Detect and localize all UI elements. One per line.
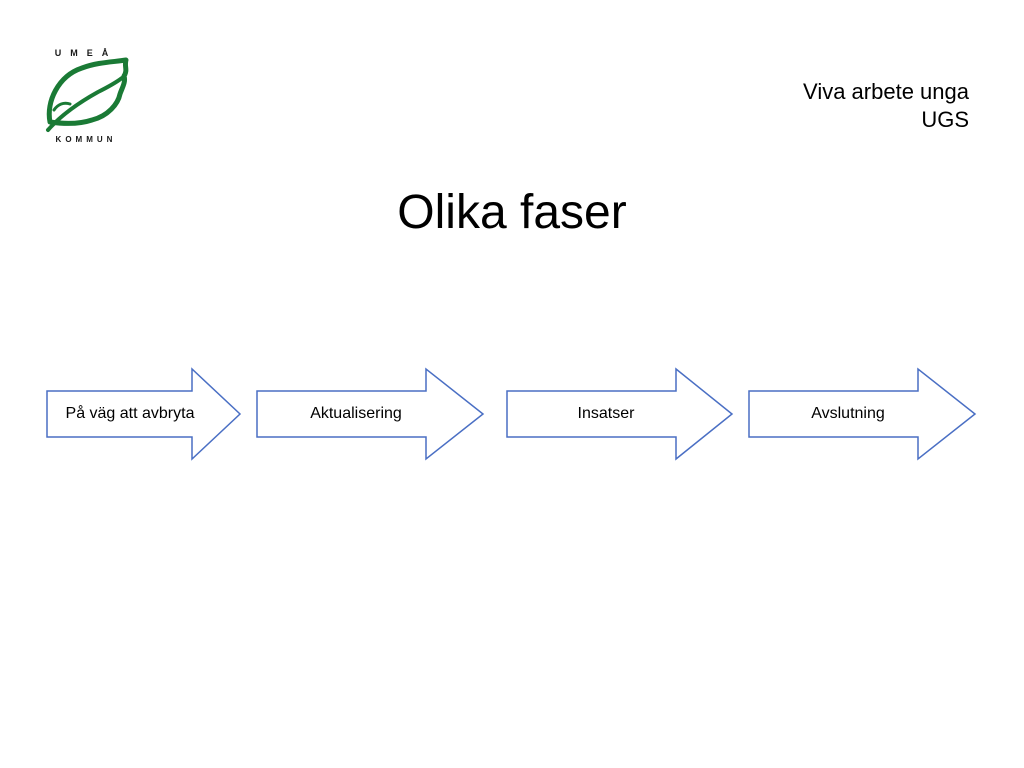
arrow-shape-2 — [256, 367, 485, 461]
phase-arrow-1: På väg att avbryta — [46, 367, 242, 461]
phase-label-2: Aktualisering — [310, 405, 402, 422]
arrow-shape-3 — [506, 367, 734, 461]
svg-text:KOMMUN: KOMMUN — [56, 135, 117, 144]
phase-arrow-4: Avslutning — [748, 367, 977, 461]
phase-label-3: Insatser — [577, 405, 635, 422]
slide-title: Olika faser — [397, 186, 627, 239]
header-line-2: UGS — [921, 107, 969, 132]
header-line-1: Viva arbete unga — [803, 79, 969, 104]
phase-arrow-3: Insatser — [506, 367, 734, 461]
umea-kommun-logo: UMEÅ KOMMUN — [40, 44, 132, 146]
header-text: Viva arbete unga UGS — [803, 78, 969, 134]
phase-arrow-2: Aktualisering — [256, 367, 485, 461]
arrow-shape-4 — [748, 367, 977, 461]
leaf-logo-icon: UMEÅ KOMMUN — [46, 48, 129, 144]
svg-text:UMEÅ: UMEÅ — [55, 48, 118, 58]
phase-label-4: Avslutning — [811, 405, 885, 422]
phase-label-1: På väg att avbryta — [65, 405, 195, 422]
arrow-shape-1 — [46, 367, 242, 461]
